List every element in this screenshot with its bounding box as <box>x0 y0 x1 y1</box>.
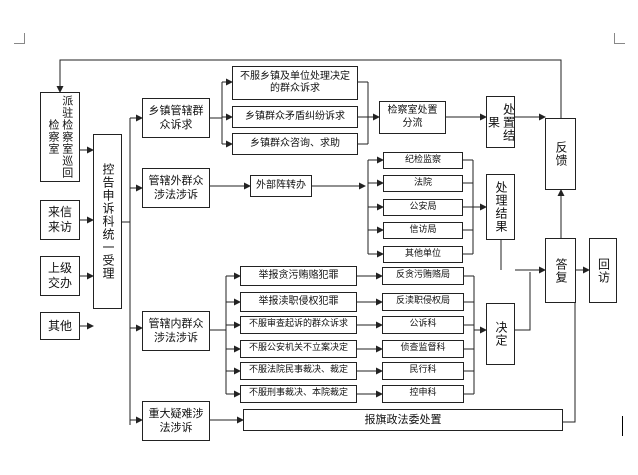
source-letters-box: 来信来访 <box>40 200 80 240</box>
dept-antidereliction-label: 反渎职侵权局 <box>395 296 450 307</box>
inside-item-2-box: 举报渎职侵权犯罪 <box>240 292 357 312</box>
source-other-box: 其他 <box>40 312 80 340</box>
external-transfer-box: 外部阵转办 <box>250 175 312 197</box>
result-2-box: 处理结果 <box>486 174 515 240</box>
category-township-label: 乡镇管辖群众诉求 <box>148 104 204 131</box>
category-inside-box: 管辖内群众涉法涉诉 <box>142 311 210 351</box>
feedback-box: 反馈 <box>545 118 576 190</box>
dept-investigation-box: 侦查监督科 <box>382 340 464 358</box>
source-other-label: 其他 <box>47 318 72 333</box>
source-superior-label: 上级交办 <box>47 261 72 290</box>
township-item-2-box: 乡镇群众矛盾纠纷诉求 <box>232 106 358 128</box>
inside-item-5-label: 不服法院民事裁决、裁定 <box>248 365 348 376</box>
dept-prosecution-box: 公诉科 <box>382 316 464 334</box>
return-visit-box: 回访 <box>589 238 617 303</box>
procuratorate-diversion-label: 检察室处置分流 <box>387 105 438 129</box>
text-cursor <box>622 416 623 436</box>
source-station-box: 派驻检察室巡回检察室 <box>40 92 80 182</box>
inside-item-3-box: 不服审查起诉的群众诉求 <box>240 316 357 334</box>
result-2-label: 处理结果 <box>494 181 508 233</box>
dept-prosecution-label: 公诉科 <box>409 319 437 330</box>
crop-mark-top-left <box>14 33 25 44</box>
source-letters-label: 来信来访 <box>47 205 72 234</box>
crop-mark-top-right <box>614 33 625 44</box>
inside-item-6-box: 不服刑事裁决、本院裁定 <box>240 385 357 403</box>
feedback-label: 反馈 <box>554 141 568 167</box>
unit-police-box: 公安局 <box>383 199 463 216</box>
source-station-label: 派驻检察室巡回检察室 <box>47 95 74 179</box>
dept-antigraft-label: 反贪污贿赂局 <box>395 270 450 281</box>
return-visit-label: 回访 <box>596 257 611 284</box>
receiver-label: 控告申诉科统一受理 <box>101 163 115 280</box>
dept-investigation-label: 侦查监督科 <box>400 343 446 354</box>
township-item-1-label: 不服乡镇及单位处理决定的群众诉求 <box>240 70 350 95</box>
receiver-box: 控告申诉科统一受理 <box>93 134 122 309</box>
inside-item-1-box: 举报贪污贿赂犯罪 <box>240 266 357 286</box>
major-handling-label: 报旗政法委处置 <box>364 413 442 427</box>
township-item-2-label: 乡镇群众矛盾纠纷诉求 <box>245 110 345 122</box>
category-major-box: 重大疑难涉法涉诉 <box>142 401 210 441</box>
inside-item-2-label: 举报渎职侵权犯罪 <box>258 295 339 307</box>
result-1-box: 处置结果 <box>486 96 516 148</box>
category-inside-label: 管辖内群众涉法涉诉 <box>148 317 204 344</box>
unit-court-label: 法院 <box>413 177 432 188</box>
unit-petition-box: 信访局 <box>383 222 463 239</box>
township-item-3-label: 乡镇群众咨询、求助 <box>250 137 340 149</box>
unit-other-box: 其他单位 <box>383 246 463 263</box>
inside-item-4-box: 不服公安机关不立案决定 <box>240 340 357 358</box>
inside-item-1-label: 举报贪污贿赂犯罪 <box>258 269 339 281</box>
dept-civil-box: 民行科 <box>382 362 464 380</box>
category-township-box: 乡镇管辖群众诉求 <box>142 98 210 138</box>
dept-complaint-label: 控申科 <box>409 388 437 399</box>
inside-item-6-label: 不服刑事裁决、本院裁定 <box>248 388 348 399</box>
result-1-label: 处置结果 <box>486 102 516 142</box>
unit-petition-label: 信访局 <box>409 224 437 235</box>
township-item-1-box: 不服乡镇及单位处理决定的群众诉求 <box>232 66 358 100</box>
conn-handling-to-reply <box>563 303 576 423</box>
dept-complaint-box: 控申科 <box>382 385 464 403</box>
inside-item-5-box: 不服法院民事裁决、裁定 <box>240 362 357 380</box>
inside-item-3-label: 不服审查起诉的群众诉求 <box>248 319 348 330</box>
reply-label: 答复 <box>554 257 568 284</box>
unit-other-label: 其他单位 <box>404 248 441 259</box>
reply-box: 答复 <box>545 238 576 303</box>
conn-decision-to-reply <box>515 272 531 331</box>
category-major-label: 重大疑难涉法涉诉 <box>148 407 204 434</box>
decision-box: 决定 <box>486 303 515 365</box>
dept-civil-label: 民行科 <box>409 365 437 376</box>
dept-antidereliction-box: 反渎职侵权局 <box>382 293 464 311</box>
dept-antigraft-box: 反贪污贿赂局 <box>382 267 464 285</box>
unit-discipline-label: 纪检监察 <box>404 154 441 165</box>
category-outside-label: 管辖外群众涉法涉诉 <box>148 174 204 201</box>
decision-label: 决定 <box>494 321 508 347</box>
inside-item-4-label: 不服公安机关不立案决定 <box>248 343 348 354</box>
external-transfer-label: 外部阵转办 <box>256 179 306 191</box>
township-item-3-box: 乡镇群众咨询、求助 <box>232 133 358 155</box>
category-outside-box: 管辖外群众涉法涉诉 <box>142 168 210 208</box>
unit-police-label: 公安局 <box>409 201 437 212</box>
unit-discipline-box: 纪检监察 <box>383 152 463 169</box>
procuratorate-diversion-box: 检察室处置分流 <box>379 101 446 134</box>
major-handling-box: 报旗政法委处置 <box>243 409 563 431</box>
source-superior-box: 上级交办 <box>40 256 80 296</box>
unit-court-box: 法院 <box>383 175 463 192</box>
